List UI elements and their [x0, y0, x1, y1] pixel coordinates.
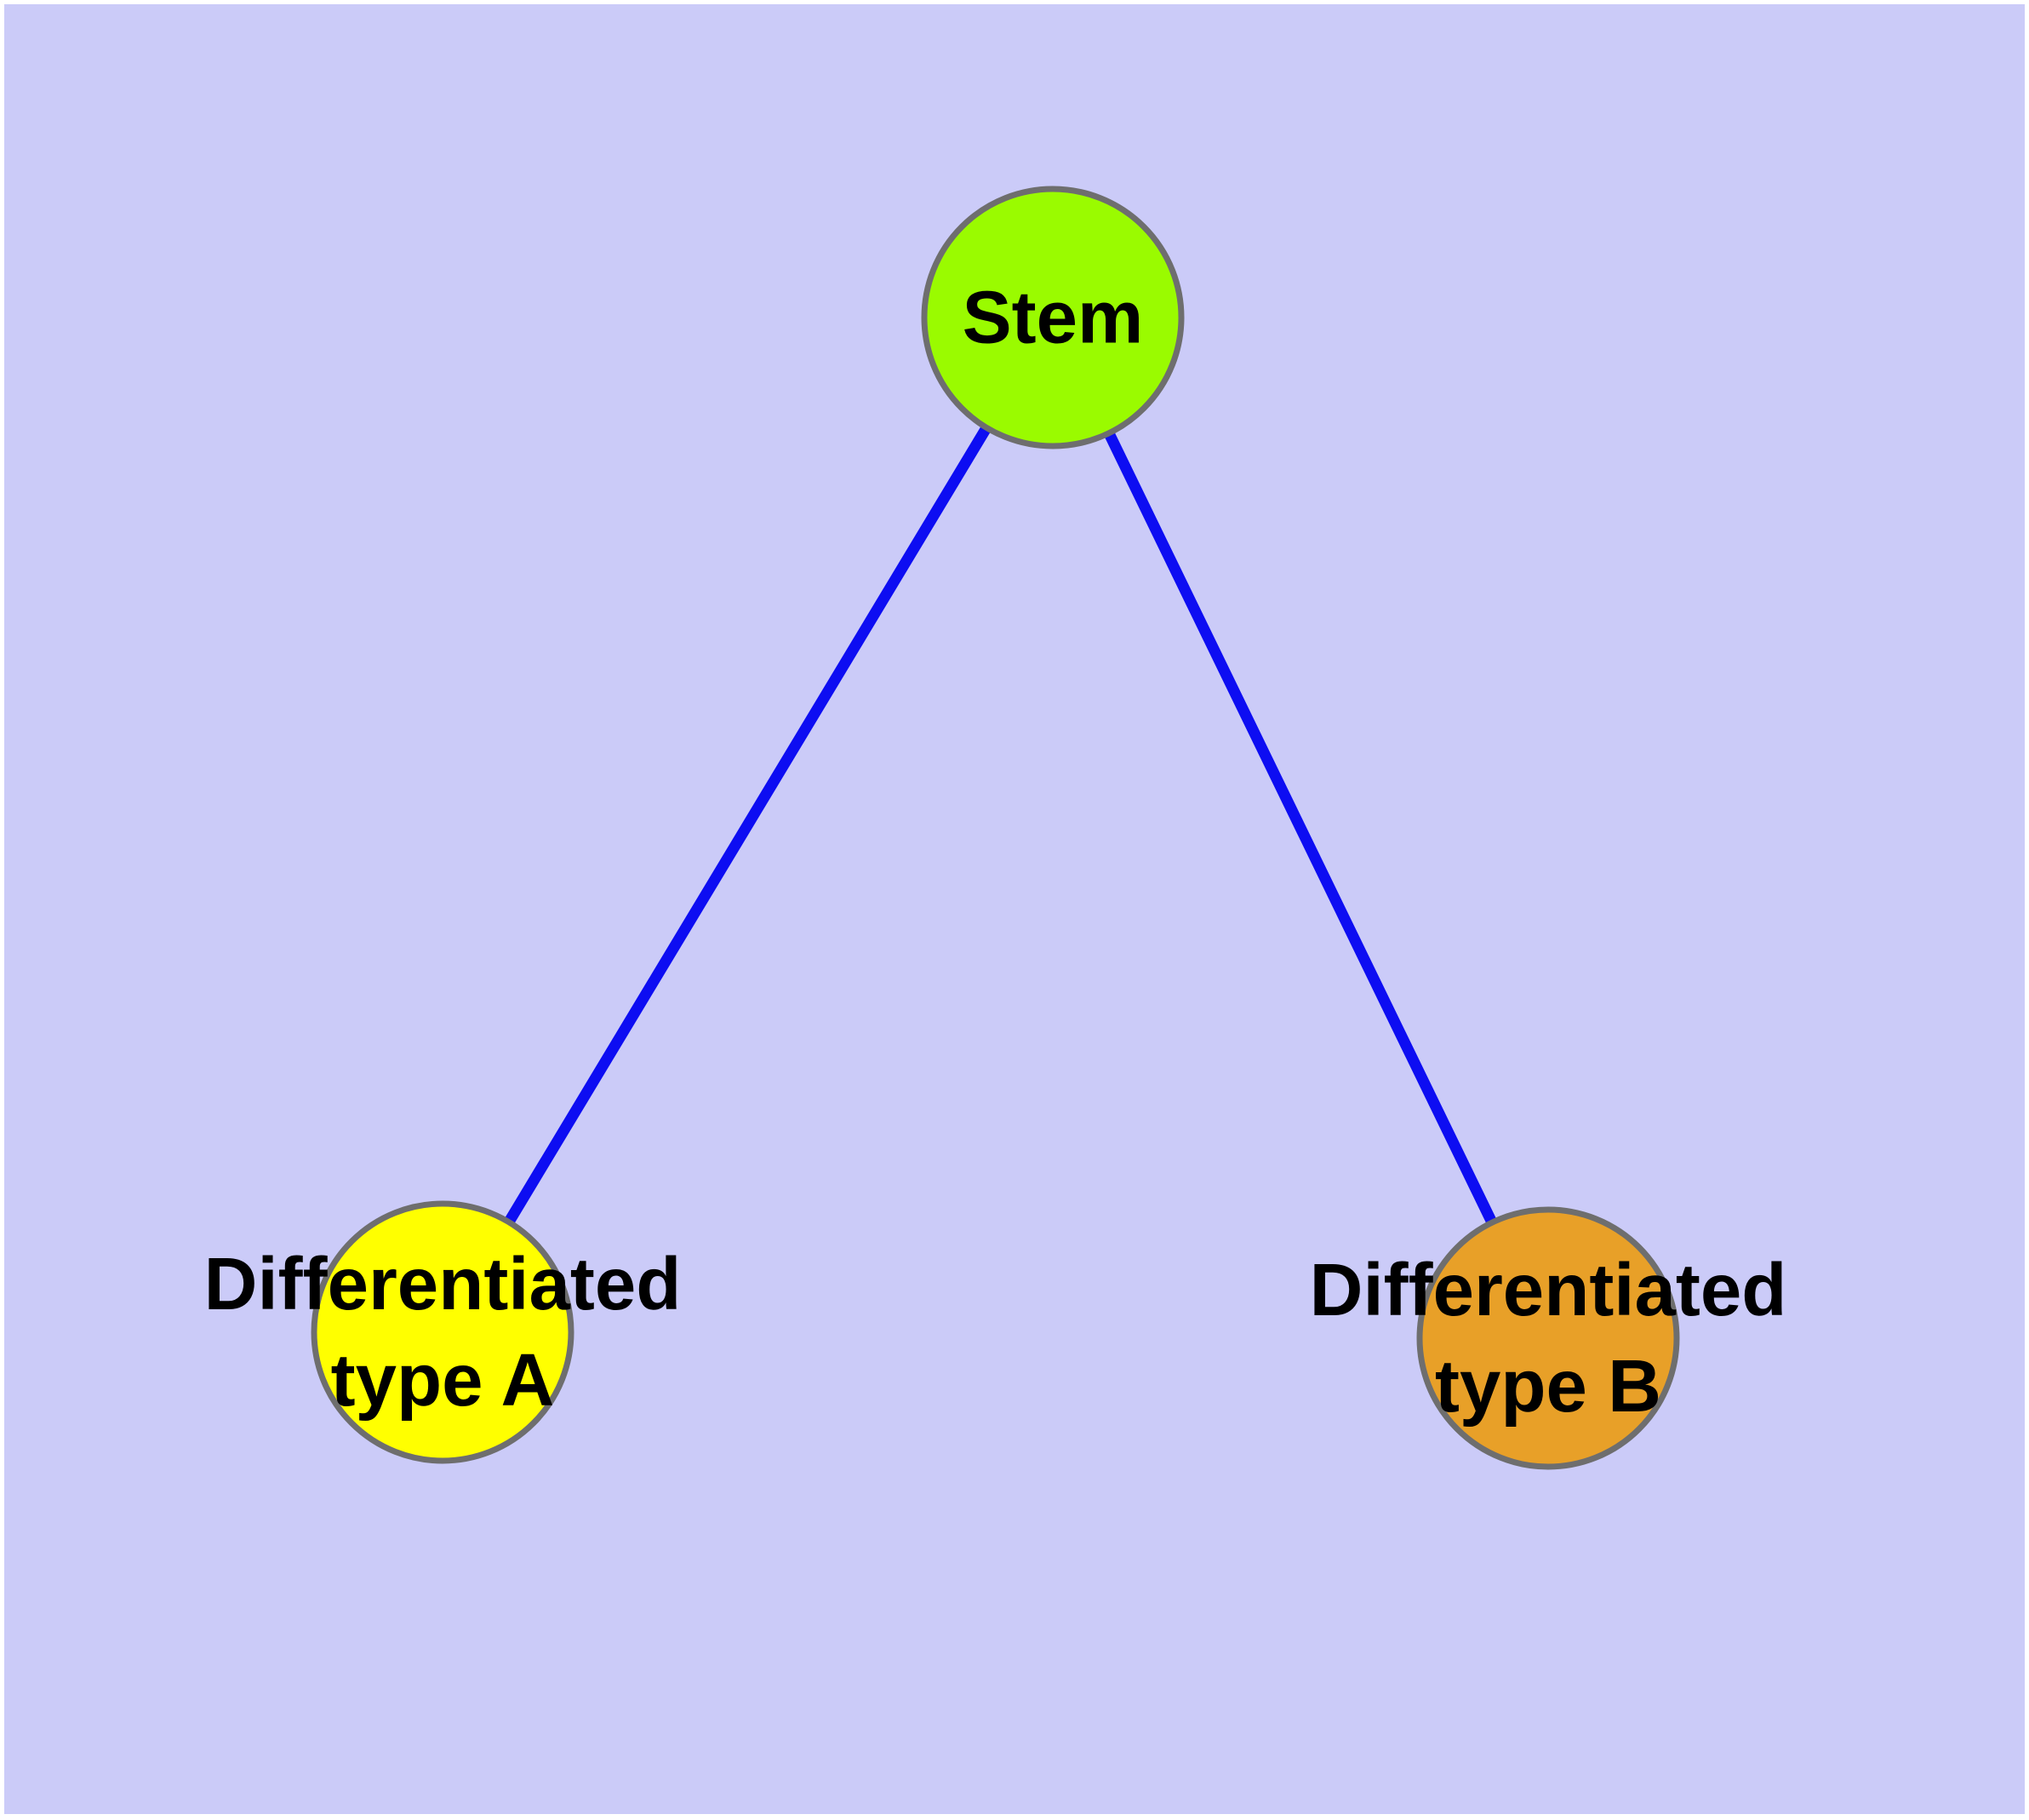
edges-layer: [437, 314, 1553, 1341]
node-differentiated-type-b: [1416, 1206, 1680, 1470]
node-differentiated-type-a: [311, 1200, 574, 1464]
edge-stem-to-differentiated-type-b: [1048, 315, 1553, 1341]
nodes-layer: [311, 186, 1680, 1470]
edge-stem-to-differentiated-type-a: [437, 314, 1058, 1336]
node-stem: [921, 186, 1185, 449]
